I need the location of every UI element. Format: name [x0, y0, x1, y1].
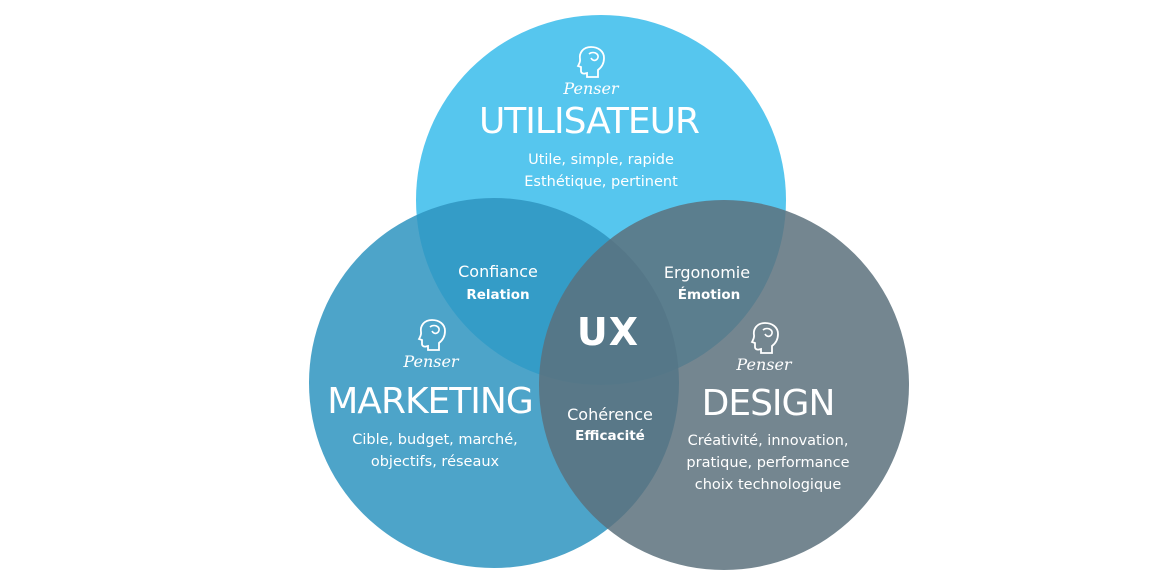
title-marketing: MARKETING [327, 381, 533, 422]
title-design: DESIGN [701, 383, 836, 424]
thinking-head-icon [576, 46, 605, 78]
desc-line: Esthétique, pertinent [524, 174, 678, 190]
intersection-utilisateur-marketing-line1: Confiance [458, 262, 538, 281]
desc-marketing: Cible, budget, marché, objectifs, réseau… [352, 429, 518, 473]
center-ux-label: UX [576, 310, 640, 354]
intersection-marketing-design-line1: Cohérence [567, 405, 653, 424]
penser-label-utilisateur: Penser [563, 79, 619, 98]
desc-line: Utile, simple, rapide [528, 152, 674, 168]
desc-line: pratique, performance [686, 455, 850, 471]
desc-design: Créativité, innovation, pratique, perfor… [686, 430, 849, 496]
desc-utilisateur: Utile, simple, rapide Esthétique, pertin… [524, 149, 678, 193]
desc-line: Cible, budget, marché, [352, 432, 518, 448]
thinking-head-icon [417, 319, 446, 351]
desc-line: choix technologique [694, 477, 842, 493]
circle-design [539, 200, 909, 570]
intersection-utilisateur-design-line1: Ergonomie [663, 263, 751, 282]
desc-line: Créativité, innovation, [687, 433, 849, 449]
intersection-utilisateur-design-line2: Émotion [677, 287, 741, 303]
desc-line: objectifs, réseaux [370, 454, 500, 470]
penser-label-design: Penser [736, 355, 792, 374]
penser-label-marketing: Penser [403, 352, 459, 371]
intersection-marketing-design-line2: Efficacité [575, 428, 645, 444]
title-utilisateur: UTILISATEUR [478, 101, 700, 142]
intersection-utilisateur-marketing-line2: Relation [466, 287, 530, 303]
thinking-head-icon [750, 322, 779, 354]
